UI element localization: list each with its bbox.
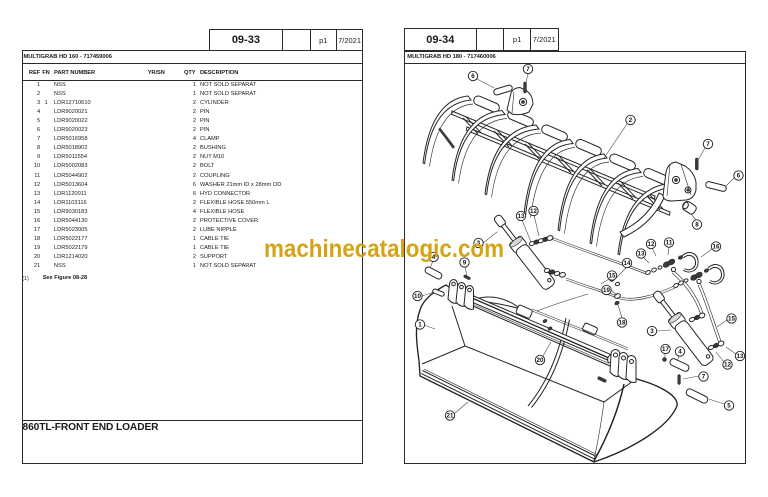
svg-text:12: 12 <box>530 208 537 215</box>
svg-text:3: 3 <box>650 328 654 335</box>
svg-text:6: 6 <box>471 73 475 80</box>
svg-text:10: 10 <box>414 293 421 300</box>
svg-text:7: 7 <box>706 141 710 148</box>
svg-text:12: 12 <box>648 241 655 248</box>
svg-text:7: 7 <box>702 374 706 381</box>
svg-text:17: 17 <box>662 346 669 353</box>
svg-text:machinecatalogic.com: machinecatalogic.com <box>264 235 504 263</box>
svg-text:19: 19 <box>603 287 610 294</box>
svg-text:14: 14 <box>624 260 631 267</box>
svg-text:21: 21 <box>447 413 454 420</box>
svg-text:5: 5 <box>727 403 731 410</box>
svg-text:16: 16 <box>713 244 720 251</box>
svg-text:4: 4 <box>432 254 436 261</box>
svg-text:13: 13 <box>518 213 525 220</box>
svg-text:12: 12 <box>724 362 731 369</box>
svg-text:1: 1 <box>418 322 422 329</box>
svg-text:15: 15 <box>609 273 616 280</box>
svg-text:4: 4 <box>678 349 682 356</box>
svg-text:13: 13 <box>737 353 744 360</box>
svg-text:7: 7 <box>526 66 530 73</box>
svg-text:9: 9 <box>463 260 467 267</box>
svg-text:18: 18 <box>619 320 626 327</box>
svg-text:11: 11 <box>666 240 673 247</box>
svg-text:3: 3 <box>477 240 481 247</box>
svg-text:13: 13 <box>638 251 645 258</box>
svg-text:6: 6 <box>737 173 741 180</box>
svg-text:8: 8 <box>695 222 699 229</box>
svg-text:20: 20 <box>537 357 544 364</box>
svg-text:2: 2 <box>629 117 633 124</box>
svg-text:15: 15 <box>728 316 735 323</box>
